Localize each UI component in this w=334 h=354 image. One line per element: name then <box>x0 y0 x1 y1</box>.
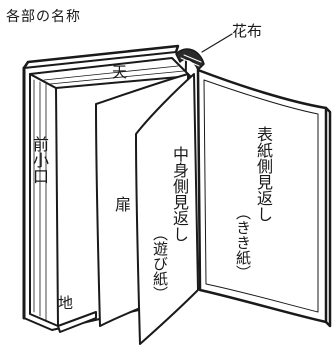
label-kafu: 花布 <box>232 22 263 40</box>
label-omote-mikaeshi: 表紙側見返し <box>254 126 273 222</box>
label-chi: 地 <box>58 294 74 312</box>
text-block-bottom <box>57 311 97 333</box>
label-tobira: 扉 <box>112 196 131 212</box>
label-maekoguchi: 前小口 <box>30 136 49 184</box>
diagram-title: 各部の名称 <box>6 9 81 25</box>
page-nakami-mikaeshi <box>135 73 199 345</box>
label-nakami-mikaeshi: 中身側見返し <box>170 146 189 242</box>
label-asobi-gami: （遊び紙） <box>151 226 169 301</box>
front-cover-inner <box>203 79 319 313</box>
label-kiki-gami: （きき紙） <box>234 205 252 280</box>
label-ten: 天 <box>112 63 128 81</box>
kafu-pointer <box>201 33 233 53</box>
left-cover-edge <box>22 44 180 70</box>
